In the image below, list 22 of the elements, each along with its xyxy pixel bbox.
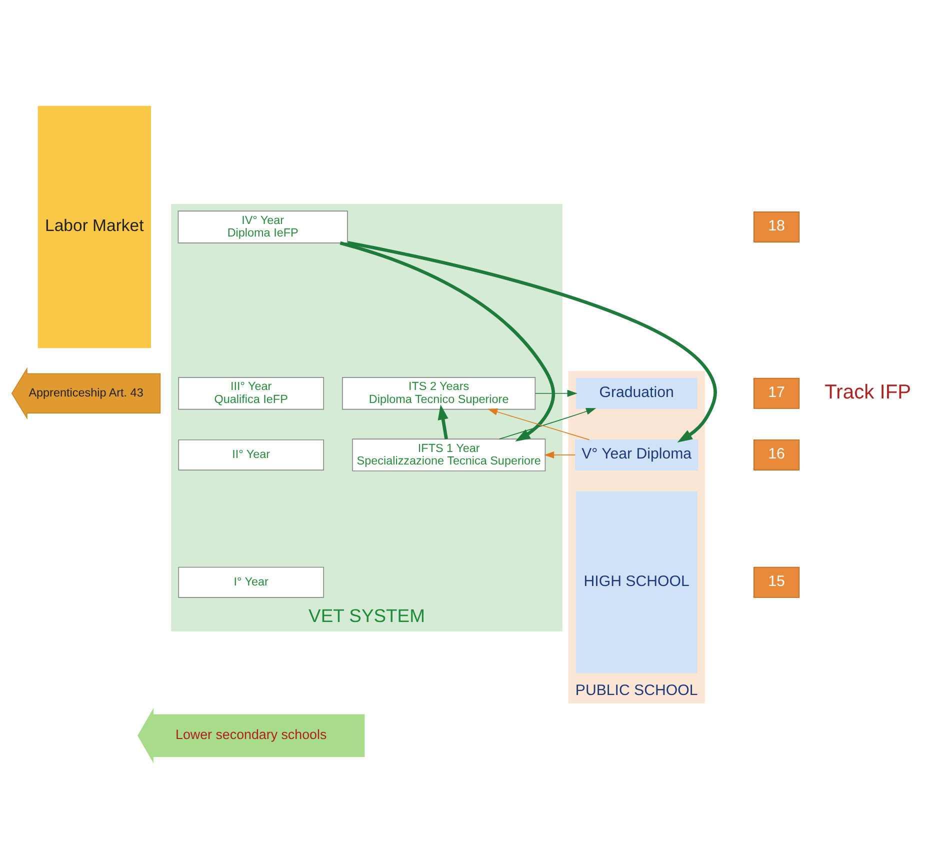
node-box: 18	[753, 212, 800, 243]
node-box: V° Year Diploma	[574, 439, 698, 470]
node-box: IFTS 1 Year Specializzazione Tecnica Superiore	[352, 438, 546, 472]
node-box: ITS 2 Years Diploma Tecnico Superiore	[342, 377, 536, 410]
arrow	[498, 408, 596, 440]
node-box: I° Year	[178, 566, 324, 598]
node-box: 15	[753, 566, 800, 598]
node-box: 16	[753, 439, 800, 470]
arrow	[487, 408, 590, 440]
node-box: III° Year Qualifica IeFP	[178, 377, 324, 410]
node-box: Graduation	[576, 378, 698, 409]
node-box: II° Year	[178, 439, 324, 470]
node-box: Labor Market	[38, 106, 151, 348]
node-box: HIGH SCHOOL	[576, 491, 698, 674]
arrow	[340, 241, 556, 442]
arrow	[347, 240, 717, 442]
arrow	[534, 390, 578, 397]
arrow	[544, 451, 576, 458]
node-box: IV° Year Diploma IeFP	[178, 210, 348, 244]
label: Track IFP	[824, 382, 912, 404]
arrow	[438, 404, 448, 440]
node-box: 17	[753, 378, 800, 409]
